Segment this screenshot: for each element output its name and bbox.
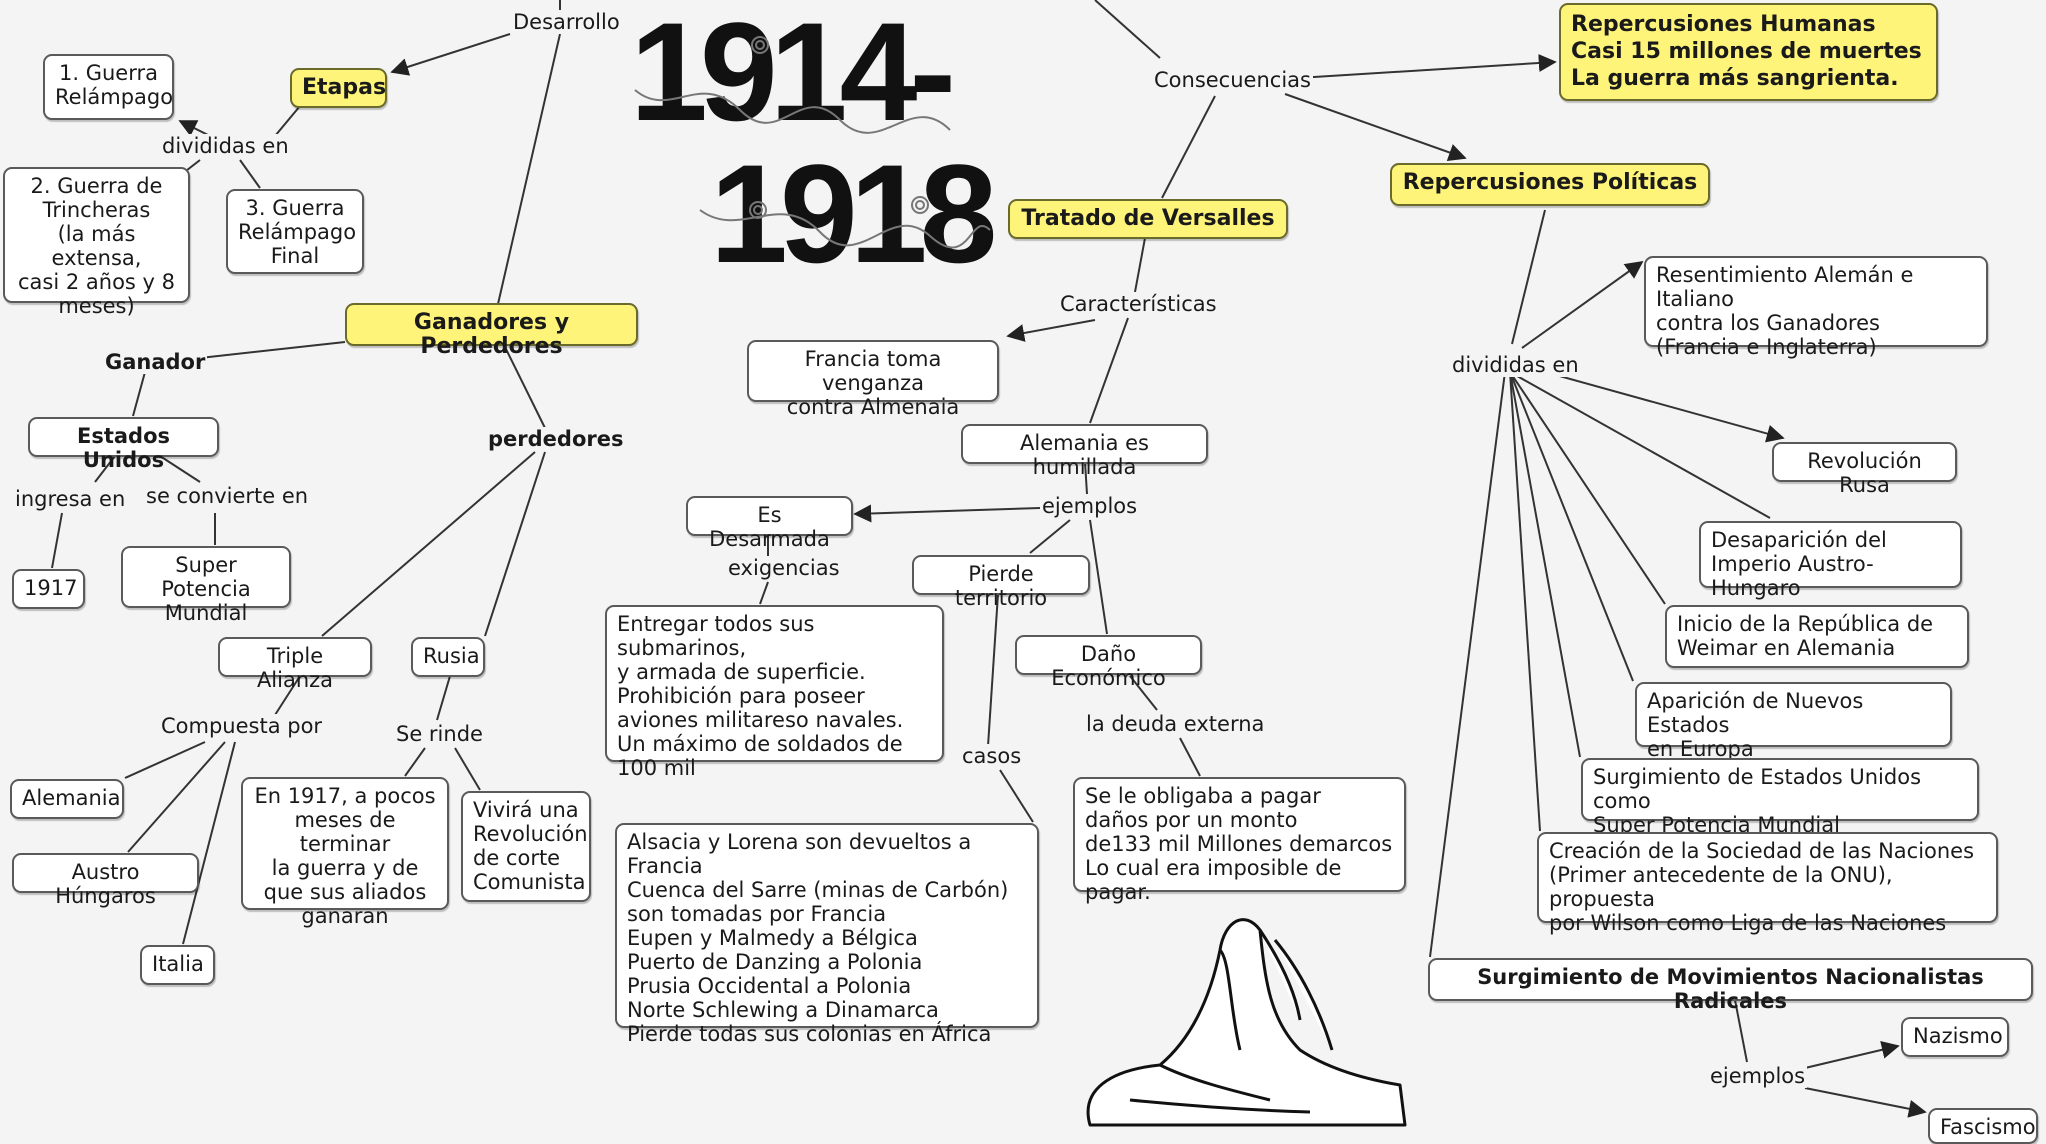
title-line2: 1918 (710, 135, 994, 270)
node-es-desarmada[interactable]: Es Desarmada (686, 496, 853, 551)
node-guerra-trincheras[interactable]: 2. Guerra de Trincheras (la más extensa,… (3, 167, 190, 318)
node-resentimiento[interactable]: Resentimiento Alemán e Italiano contra l… (1644, 256, 1988, 359)
node-desaparicion-imperio[interactable]: Desaparición del Imperio Austro-Hungaro (1699, 521, 1962, 600)
node-exigencias-detalle[interactable]: Entregar todos sus submarinos, y armada … (605, 605, 944, 780)
node-estados-unidos[interactable]: Estados Unidos (28, 417, 219, 472)
label-desarrollo: Desarrollo (511, 10, 622, 34)
node-territorios-detalle[interactable]: Alsacia y Lorena son devueltos a Francia… (615, 823, 1039, 1046)
label-ejemplos-tratado: ejemplos (1040, 494, 1140, 518)
barbed-wire-icon (634, 36, 991, 249)
node-eeuu-potencia[interactable]: Surgimiento de Estados Unidos como Super… (1581, 758, 1979, 837)
node-repercusiones-humanas[interactable]: Repercusiones Humanas Casi 15 millones d… (1559, 3, 1938, 101)
label-compuesta-por: Compuesta por (159, 714, 325, 738)
label-perdedores: perdedores (486, 427, 626, 451)
node-alemania-humillada[interactable]: Alemania es humillada (961, 424, 1208, 479)
node-dano-economico[interactable]: Daño Económico (1015, 635, 1202, 690)
node-guerra-relampago-final[interactable]: 3. Guerra Relámpago Final (226, 189, 364, 274)
node-nazismo[interactable]: Nazismo (1901, 1017, 2009, 1057)
label-ejemplos-nacionalistas: ejemplos (1708, 1064, 1808, 1088)
node-tratado-versalles[interactable]: Tratado de Versalles (1008, 199, 1288, 239)
node-guerra-relampago[interactable]: 1. Guerra Relámpago (43, 54, 174, 120)
label-la-deuda-externa: la deuda externa (1084, 712, 1267, 736)
node-rusia[interactable]: Rusia (411, 637, 485, 677)
node-1917[interactable]: 1917 (12, 569, 85, 609)
label-exigencias: exigencias (726, 556, 842, 580)
label-divididas-en-politicas: divididas en (1450, 353, 1581, 377)
title-line1: 1914- (630, 0, 951, 150)
node-super-potencia[interactable]: Super Potencia Mundial (121, 546, 291, 625)
node-movimientos-nacionalistas[interactable]: Surgimiento de Movimientos Nacionalistas… (1428, 958, 2033, 1013)
label-se-convierte-en: se convierte en (144, 484, 311, 508)
node-revolucion-comunista[interactable]: Vivirá una Revolución de corte Comunista (461, 791, 591, 902)
node-sociedad-naciones[interactable]: Creación de la Sociedad de las Naciones … (1537, 832, 1998, 935)
label-se-rinde: Se rinde (394, 722, 485, 746)
node-pierde-territorio[interactable]: Pierde territorio (912, 555, 1090, 610)
node-ganadores-perdedores[interactable]: Ganadores y Perdedores (345, 303, 638, 359)
label-caracteristicas: Características (1058, 292, 1219, 316)
label-divididas-en-etapas: divididas en (160, 134, 291, 158)
label-casos: casos (960, 744, 1024, 768)
node-revolucion-rusa[interactable]: Revolución Rusa (1772, 442, 1957, 497)
label-consecuencias: Consecuencias (1152, 68, 1313, 92)
node-repercusiones-politicas[interactable]: Repercusiones Políticas (1390, 163, 1710, 206)
node-francia-venganza[interactable]: Francia toma venganza contra Almenaia (747, 340, 999, 419)
label-ganador: Ganador (103, 350, 208, 374)
node-triple-alianza[interactable]: Triple Alianza (218, 637, 372, 692)
node-fascismo[interactable]: Fascismo (1928, 1108, 2038, 1144)
node-nuevos-estados[interactable]: Aparición de Nuevos Estados en Europa (1635, 682, 1952, 761)
title-1914-1918-graphic: 1914- 1918 (630, 0, 1000, 270)
node-austro-hungaros[interactable]: Austro Húngaros (12, 853, 199, 908)
node-deuda-detalle[interactable]: Se le obligaba a pagar daños por un mont… (1073, 777, 1406, 904)
hands-illustration (1086, 918, 1407, 1127)
node-alemania[interactable]: Alemania (10, 779, 124, 819)
node-rusia-1917[interactable]: En 1917, a pocos meses de terminar la gu… (241, 777, 449, 928)
node-republica-weimar[interactable]: Inicio de la República de Weimar en Alem… (1665, 605, 1969, 668)
node-etapas[interactable]: Etapas (290, 68, 387, 108)
node-italia[interactable]: Italia (140, 945, 215, 985)
label-ingresa-en: ingresa en (13, 487, 128, 511)
